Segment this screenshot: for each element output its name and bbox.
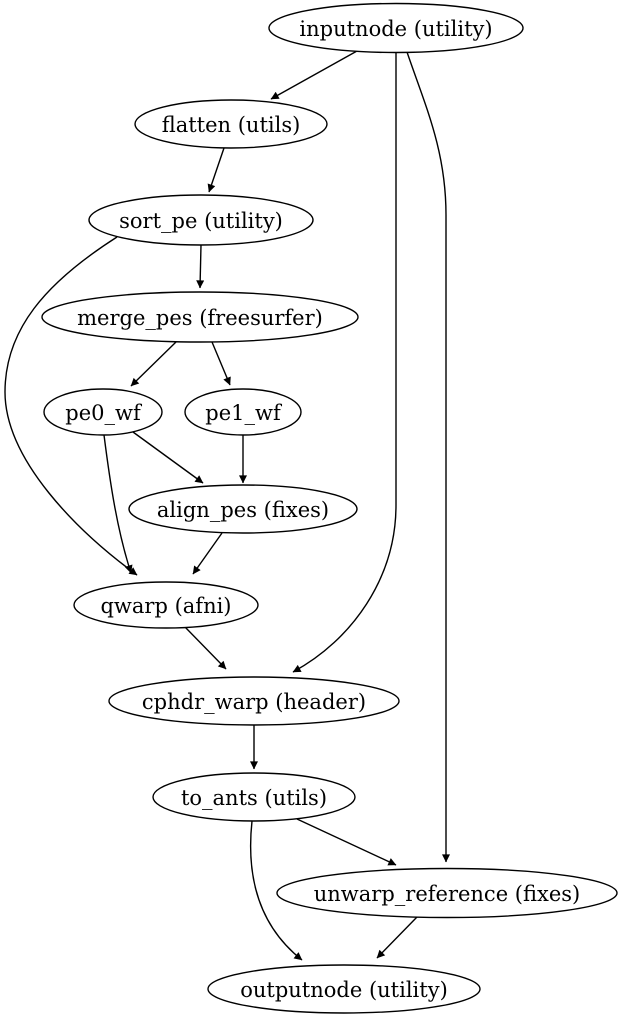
node-outputnode-label: outputnode (utility) <box>240 978 448 1002</box>
edge-to_ants-outputnode <box>249 820 303 961</box>
edge-merge_pes-pe1_wf <box>211 341 231 386</box>
node-pe1_wf-shape <box>184 388 302 436</box>
node-sort_pe: sort_pe (utility) <box>88 194 314 246</box>
node-inputnode: inputnode (utility) <box>268 2 524 54</box>
node-align_pes: align_pes (fixes) <box>128 484 358 534</box>
edge-qwarp-cphdr_warp <box>184 626 227 670</box>
node-pe1_wf: pe1_wf <box>184 388 302 436</box>
node-pe0_wf-shape <box>43 388 163 436</box>
node-flatten: flatten (utils) <box>134 99 328 149</box>
node-cphdr_warp-shape <box>108 676 400 726</box>
edge-inputnode-unwarp_reference <box>406 51 450 863</box>
edge-flatten-sort_pe <box>207 147 225 193</box>
node-flatten-shape <box>134 99 328 149</box>
node-align_pes-label: align_pes (fixes) <box>157 498 329 522</box>
node-to_ants: to_ants (utils) <box>152 772 356 822</box>
node-outputnode: outputnode (utility) <box>207 964 481 1014</box>
edge-inputnode-flatten <box>270 50 358 100</box>
edge-inputnode-cphdr_warp <box>292 52 397 673</box>
node-cphdr_warp-label: cphdr_warp (header) <box>142 690 366 714</box>
node-qwarp: qwarp (afni) <box>73 581 259 629</box>
node-merge_pes: merge_pes (freesurfer) <box>41 291 359 343</box>
edge-to_ants-unwarp_reference <box>296 818 397 866</box>
node-inputnode-shape <box>268 2 524 54</box>
edge-sort_pe-qwarp <box>4 236 138 576</box>
node-to_ants-label: to_ants (utils) <box>181 786 327 810</box>
node-outputnode-shape <box>207 964 481 1014</box>
node-to_ants-shape <box>152 772 356 822</box>
node-unwarp_reference: unwarp_reference (fixes) <box>276 867 618 919</box>
node-sort_pe-shape <box>88 194 314 246</box>
node-unwarp_reference-shape <box>276 867 618 919</box>
edges-layer <box>4 50 450 961</box>
edge-pe0_wf-align_pes <box>132 431 204 484</box>
node-merge_pes-label: merge_pes (freesurfer) <box>77 306 323 330</box>
node-qwarp-shape <box>73 581 259 629</box>
node-unwarp_reference-label: unwarp_reference (fixes) <box>314 882 581 906</box>
node-pe0_wf: pe0_wf <box>43 388 163 436</box>
node-sort_pe-label: sort_pe (utility) <box>119 209 283 233</box>
node-qwarp-label: qwarp (afni) <box>100 594 231 618</box>
node-flatten-label: flatten (utils) <box>162 113 301 137</box>
node-inputnode-label: inputnode (utility) <box>299 17 492 41</box>
node-pe1_wf-label: pe1_wf <box>205 401 283 425</box>
edge-pe0_wf-qwarp <box>103 434 133 574</box>
edge-sort_pe-merge_pes <box>196 244 205 289</box>
node-cphdr_warp: cphdr_warp (header) <box>108 676 400 726</box>
edge-merge_pes-pe0_wf <box>130 341 177 387</box>
node-merge_pes-shape <box>41 291 359 343</box>
nodes-layer: inputnode (utility) flatten (utils) sort… <box>41 2 618 1014</box>
node-pe0_wf-label: pe0_wf <box>65 401 143 425</box>
edge-unwarp_reference-outputnode <box>376 916 418 959</box>
node-align_pes-shape <box>128 484 358 534</box>
edge-align_pes-qwarp <box>192 532 223 575</box>
